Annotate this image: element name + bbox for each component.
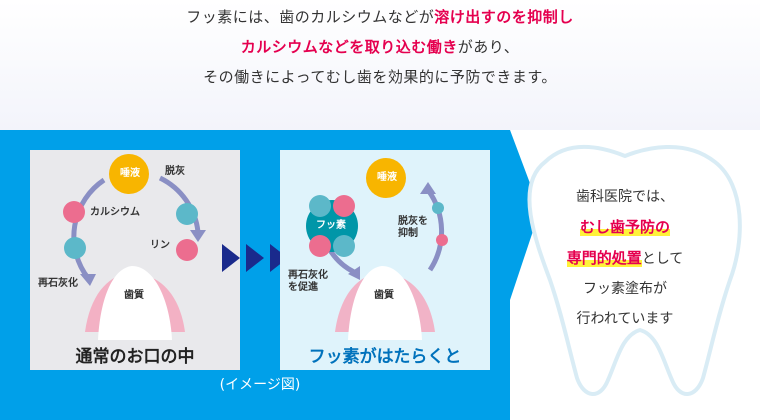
intro-highlight: 溶け出すのを抑制し xyxy=(434,8,574,26)
label-promote-remineralization: 再石灰化 を促進 xyxy=(288,270,328,294)
tooth-message-line: 専門的処置として xyxy=(520,243,730,274)
tooth-message: 歯科医院では、 むし歯予防の 専門的処置として フッ素塗布が 行われています xyxy=(520,182,730,334)
label-line: を促進 xyxy=(288,282,318,293)
intro-text: フッ素には、歯のカルシウムなどが xyxy=(186,8,435,26)
image-note: (イメージ図) xyxy=(219,377,301,393)
tooth-message-highlight: むし歯予防の xyxy=(579,218,670,236)
caption-normal: 通常のお口の中 xyxy=(75,347,195,367)
label-phosphorus: リン xyxy=(150,240,170,251)
panel-normal: 唾液 脱灰 カルシウム リン 再石灰化 歯質 xyxy=(30,150,240,370)
tooth-message-line: 行われています xyxy=(576,311,674,327)
label-fluoride: フッ素 xyxy=(316,220,346,231)
label-line: 抑制 xyxy=(398,228,418,239)
intro-line-2: カルシウムなどを取り込む働きがあり、 xyxy=(0,36,760,57)
label-saliva: 唾液 xyxy=(377,172,397,183)
label-line: 再石灰化 xyxy=(288,270,328,281)
tooth-message-highlight: 専門的処置 xyxy=(566,249,642,267)
label-remineralization: 再石灰化 xyxy=(38,278,78,289)
label-line: 脱灰を xyxy=(398,216,428,227)
intro-text: があり、 xyxy=(457,38,520,56)
caption-fluoride: フッ素がはたらくと xyxy=(308,347,462,367)
triple-arrow-icon xyxy=(222,244,288,272)
label-tooth: 歯質 xyxy=(124,290,144,301)
tooth-message-line: フッ素塗布が xyxy=(583,281,667,297)
tooth-message-line: 歯科医院では、 xyxy=(576,189,674,205)
intro-line-1: フッ素には、歯のカルシウムなどが溶け出すのを抑制し xyxy=(0,6,760,27)
intro-line-3: その働きによってむし歯を効果的に予防できます。 xyxy=(203,68,557,86)
label-demineralization: 脱灰 xyxy=(165,166,185,177)
label-suppress-demineralization: 脱灰を 抑制 xyxy=(398,216,428,240)
intro-highlight: カルシウムなどを取り込む働き xyxy=(240,38,458,56)
panel-fluoride: 唾液 フッ素 脱灰を 抑制 再石灰化 を促進 歯質 xyxy=(280,150,490,370)
tooth-message-text: として xyxy=(641,251,684,267)
label-calcium: カルシウム xyxy=(90,207,140,218)
label-tooth: 歯質 xyxy=(374,290,394,301)
label-saliva: 唾液 xyxy=(120,168,140,179)
intro-section xyxy=(0,0,760,130)
tooth-message-line: むし歯予防の xyxy=(520,212,730,243)
